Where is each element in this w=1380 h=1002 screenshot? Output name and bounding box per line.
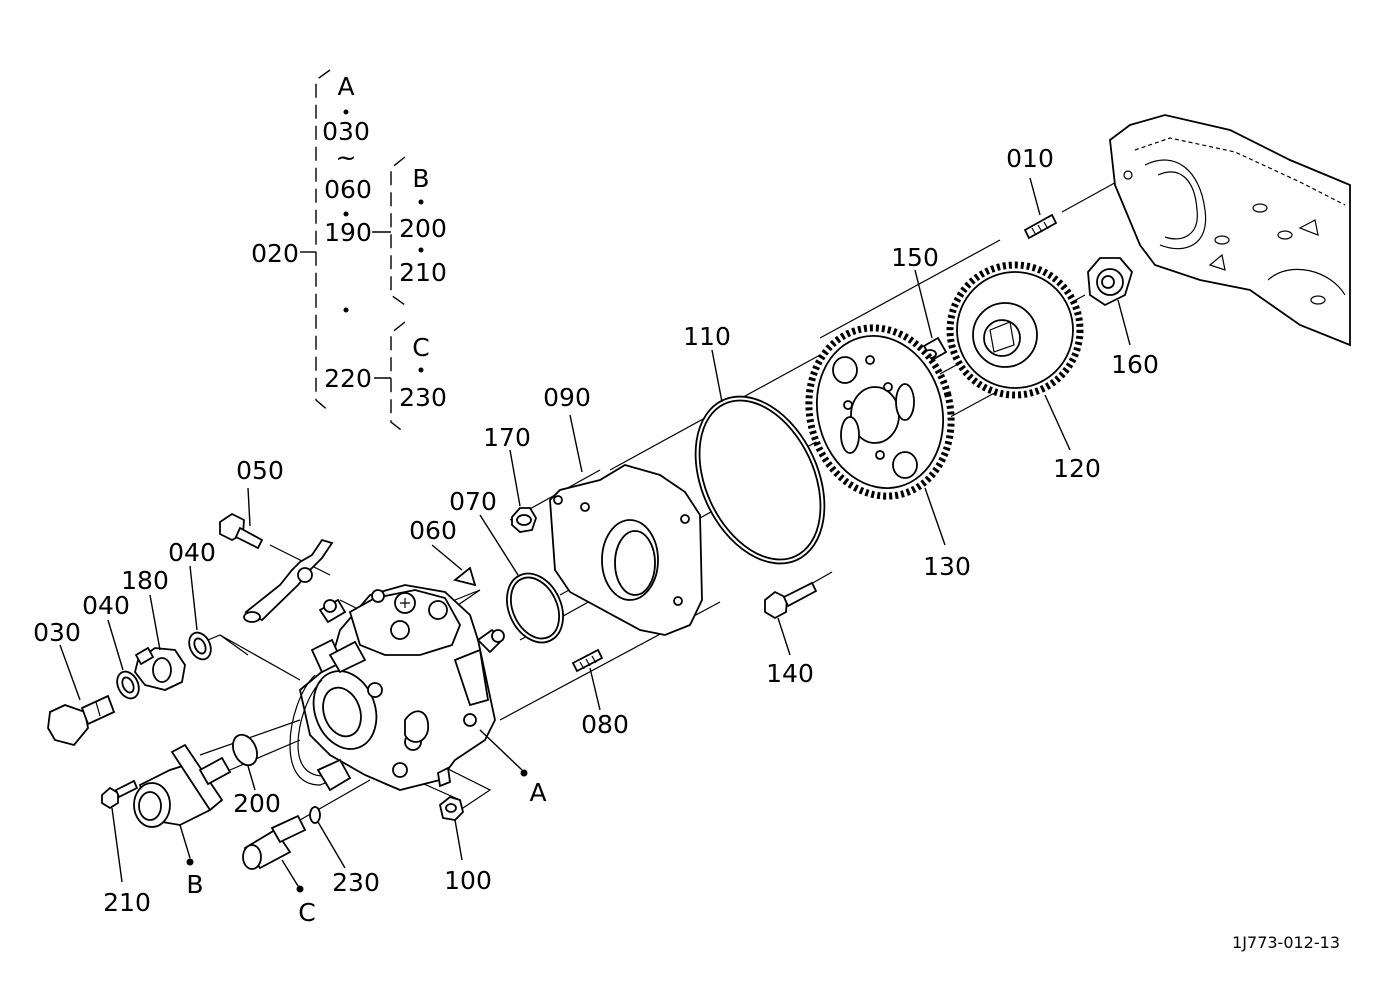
callout-220: 220	[324, 364, 372, 393]
washer-040-right	[188, 565, 212, 661]
o-ring-110	[694, 349, 826, 565]
engine-housing	[1109, 114, 1351, 347]
callout-110: 110	[683, 322, 731, 351]
return-pipe	[243, 538, 334, 623]
callout-200-group: 200	[399, 214, 447, 243]
callout-060-group: 060	[324, 175, 372, 204]
group-bracket-tree	[300, 69, 424, 434]
callout-160: 160	[1111, 350, 1159, 379]
drawing-code: 1J773-012-13	[1232, 933, 1340, 952]
suction-control-valve	[133, 743, 232, 866]
pressure-sensor	[242, 814, 307, 893]
washer-040-left	[107, 619, 140, 700]
callout-230: 230	[332, 868, 380, 897]
o-ring-230	[309, 806, 346, 869]
injection-pump-assembly	[289, 584, 505, 792]
callout-030: 030	[33, 618, 81, 647]
callout-030-group: 030	[322, 117, 370, 146]
tilde-range: ~	[336, 143, 357, 172]
mark-c: C	[298, 898, 315, 927]
callout-090: 090	[543, 383, 591, 412]
callout-210: 210	[103, 888, 151, 917]
group-label-a: A	[337, 72, 354, 101]
mark-a: A	[529, 778, 546, 807]
stud-080	[571, 648, 604, 711]
group-label-c: C	[412, 333, 429, 362]
group-label-b: B	[412, 164, 429, 193]
callout-130: 130	[923, 552, 971, 581]
callout-040-left: 040	[82, 591, 130, 620]
gear-120	[946, 261, 1084, 451]
callout-140: 140	[766, 659, 814, 688]
callout-190: 190	[324, 218, 372, 247]
bolt-050	[219, 487, 264, 550]
mark-a-leader	[479, 729, 528, 777]
nut-100	[438, 796, 464, 861]
callout-180: 180	[121, 566, 169, 595]
bolt-030	[47, 644, 116, 747]
o-ring-070	[479, 514, 564, 644]
callout-050: 050	[236, 456, 284, 485]
stud-010	[1023, 177, 1058, 240]
gear-130	[805, 324, 955, 546]
o-ring-200	[232, 733, 258, 791]
callout-230-group: 230	[399, 383, 447, 412]
nut-170	[509, 449, 537, 533]
callout-100: 100	[444, 866, 492, 895]
callout-200: 200	[233, 789, 281, 818]
callout-170: 170	[483, 423, 531, 452]
flange-090	[549, 414, 703, 636]
callout-070: 070	[449, 487, 497, 516]
callout-020: 020	[251, 239, 299, 268]
nut-160	[1087, 257, 1134, 346]
screw-210	[101, 779, 139, 883]
callout-080: 080	[581, 710, 629, 739]
callout-060: 060	[409, 516, 457, 545]
callout-150: 150	[891, 243, 939, 272]
callout-210-group: 210	[399, 258, 447, 287]
joint-180	[134, 594, 186, 691]
callout-040-right: 040	[168, 538, 216, 567]
key-060	[431, 544, 477, 587]
callout-120: 120	[1053, 454, 1101, 483]
mark-b: B	[186, 870, 203, 899]
bolt-140	[764, 581, 818, 656]
callout-010: 010	[1006, 144, 1054, 173]
